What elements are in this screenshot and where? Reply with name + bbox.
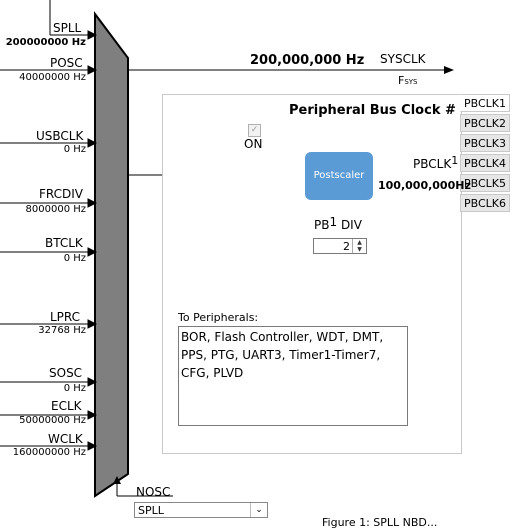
clock-mux [94,11,129,498]
input-btclk-name: BTCLK [45,236,83,250]
input-arrowhead [87,138,98,148]
nosc-selected-value: SPLL [138,504,164,517]
nosc-select[interactable]: SPLL ⌄ [134,502,268,518]
tab-pbclk5[interactable]: PBCLK5 [460,174,510,192]
peripherals-heading: To Peripherals: [178,311,259,324]
peripherals-list: BOR, Flash Controller, WDT, DMT, PPS, PT… [178,326,408,426]
input-arrowhead [87,198,98,208]
input-sosc-freq: 0 Hz [63,383,86,394]
sysclk-label: SYSCLK [380,52,426,66]
pbdiv-value: 2 [343,240,350,253]
pbdiv-label: PB1 DIV [314,215,362,232]
input-lprc-name: LPRC [50,310,81,324]
input-sosc-name: SOSC [49,366,83,380]
spin-up-icon[interactable]: ▲ [357,239,362,246]
input-btclk-freq: 0 Hz [63,253,86,264]
on-label: ON [244,137,263,151]
input-posc-freq: 40000000 Hz [19,72,86,83]
input-arrowhead [87,410,98,420]
input-lprc-freq: 32768 Hz [38,325,86,336]
input-spll-freq: 200000000 Hz [5,37,86,48]
input-arrowhead [87,319,98,329]
pbdiv-spinner[interactable]: 2 ▲ ▼ [313,238,367,254]
input-arrowhead [87,65,98,75]
on-checkbox[interactable]: ✓ [248,124,261,137]
input-arrowhead [87,377,98,387]
input-arrowhead [87,441,98,451]
tab-pbclk6[interactable]: PBCLK6 [460,194,510,212]
fsys-label: FSYS [398,74,418,87]
input-frcdiv-name: FRCDIV [39,187,84,201]
input-wclk-freq: 160000000 Hz [12,447,86,458]
input-usbclk-freq: 0 Hz [63,144,86,155]
nosc-label: NOSC [136,485,171,499]
tab-pbclk4[interactable]: PBCLK4 [460,154,510,172]
tab-pbclk2[interactable]: PBCLK2 [460,114,510,132]
tab-pbclk1[interactable]: PBCLK1 [460,94,510,112]
pbclk-output-label: PBCLK1 [413,154,459,171]
input-eclk-name: ECLK [51,399,82,413]
postscaler-block: Postscaler [305,152,373,200]
input-eclk-freq: 50000000 Hz [19,415,86,426]
chevron-down-icon[interactable]: ⌄ [250,503,267,517]
input-posc-name: POSC [50,56,83,70]
tab-pbclk3[interactable]: PBCLK3 [460,134,510,152]
input-spll-name: SPLL [53,21,82,35]
figure-caption: Figure 1: SPLL NBD... [322,516,438,529]
input-frcdiv-freq: 8000000 Hz [25,204,86,215]
spin-down-icon[interactable]: ▼ [357,246,362,253]
pbclk-output-frequency: 100,000,000Hz [378,179,471,192]
input-wclk-name: WCLK [48,432,83,446]
sysclk-frequency: 200,000,000 Hz [250,53,365,68]
input-arrowhead [87,247,98,257]
input-arrowhead [87,30,98,40]
panel-title: Peripheral Bus Clock # 1 [289,101,469,118]
input-usbclk-name: USBCLK [36,129,84,143]
